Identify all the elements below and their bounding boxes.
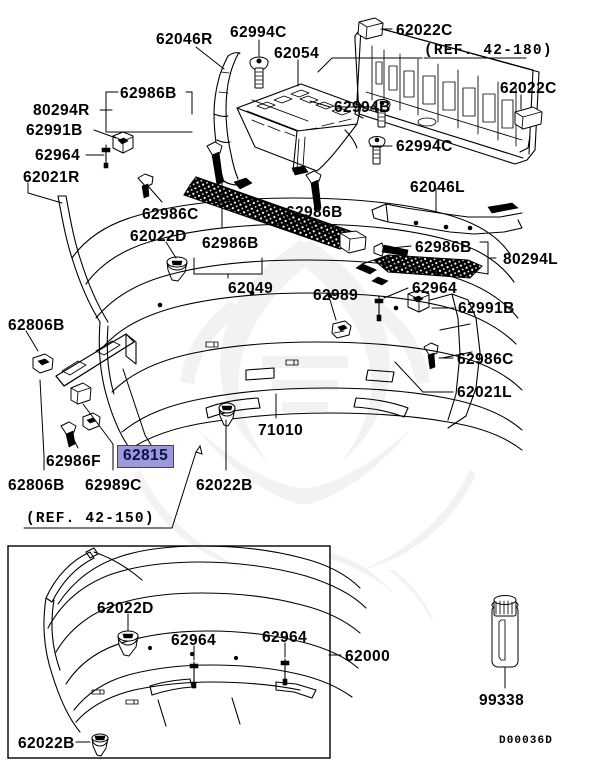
part-label-80294r: 80294R — [33, 102, 90, 119]
part-label-62986f: 62986F — [46, 453, 101, 470]
part-label-62806b-lower: 62806B — [8, 477, 65, 494]
part-62991b-nut-left — [112, 131, 134, 154]
part-label-62986b-right: 62986B — [286, 204, 343, 221]
part-label-62964-inset-a: 62964 — [171, 632, 217, 649]
part-62986b-screw-r2 — [373, 242, 409, 257]
part-label-62021r: 62021R — [23, 169, 80, 186]
part-label-62022b-inset: 62022B — [18, 735, 75, 752]
part-label-62986c-left: 62986C — [142, 206, 199, 223]
leader-lines — [23, 28, 527, 743]
part-label-62049: 62049 — [228, 280, 274, 297]
part-62994b-bolt — [373, 99, 391, 128]
part-label-62022d: 62022D — [130, 228, 187, 245]
part-label-62989c: 62989C — [85, 477, 142, 494]
part-62986c-screw-right — [423, 342, 439, 370]
part-62986b-screw-center — [206, 141, 224, 186]
inset-box-62000 — [7, 545, 367, 759]
drawing-code: D00036D — [499, 735, 553, 747]
part-62989-clip — [331, 320, 352, 339]
part-label-62000: 62000 — [345, 648, 391, 665]
part-62022d-grommet — [166, 256, 188, 282]
part-62964-pin-right — [374, 295, 384, 322]
reference-label-42-150: (REF. 42-150) — [26, 511, 155, 527]
part-label-62046l: 62046L — [410, 179, 465, 196]
part-label-62986b-r2: 62986B — [415, 239, 472, 256]
inset-bumper-drawing — [43, 545, 367, 757]
part-label-62964-inset-b: 62964 — [262, 629, 308, 646]
part-label-62806b-upper: 62806B — [8, 317, 65, 334]
part-label-99338: 99338 — [479, 692, 525, 709]
part-62046l-arm — [371, 202, 523, 235]
part-62986c-screw-left — [137, 173, 154, 199]
part-62994c-bolt-top — [249, 56, 269, 89]
part-label-62989: 62989 — [313, 287, 359, 304]
part-80294l-absorber — [355, 254, 483, 286]
part-label-62021l: 62021L — [457, 384, 512, 401]
part-label-62994b: 62994B — [334, 99, 391, 116]
part-main-bumper-assembly — [57, 195, 523, 453]
part-62806b-bracket-group — [32, 333, 137, 448]
reference-label-42-180: (REF. 42-180) — [424, 43, 553, 59]
part-label-62964-left: 62964 — [35, 147, 81, 164]
part-label-62986b-center: 62986B — [202, 235, 259, 252]
part-label-62994c-lower: 62994C — [396, 138, 453, 155]
selected-part-label-62815[interactable]: 62815 — [117, 445, 175, 468]
part-label-62054: 62054 — [274, 45, 320, 62]
part-label-71010: 71010 — [258, 422, 304, 439]
part-label-62991b-right: 62991B — [458, 300, 515, 317]
part-62054-beam — [236, 83, 362, 176]
part-62022c-clip-b — [514, 106, 543, 130]
part-62022c-clip-a — [357, 17, 384, 40]
part-99338-tube — [491, 595, 519, 668]
part-label-80294l: 80294L — [503, 251, 558, 268]
part-62964-pin-left — [101, 144, 111, 169]
part-label-62022c-right: 62022C — [500, 80, 557, 97]
part-label-62022b: 62022B — [196, 477, 253, 494]
part-label-62991b-left: 62991B — [26, 122, 83, 139]
part-label-62022c-top: 62022C — [396, 22, 453, 39]
part-label-62046r: 62046R — [156, 31, 213, 48]
part-label-62986c-right: 62986C — [457, 351, 514, 368]
part-label-62022d-inset: 62022D — [97, 600, 154, 617]
part-62994c-bolt-lower — [368, 136, 386, 165]
part-62022b-grommet — [218, 402, 236, 427]
part-label-62994c-top: 62994C — [230, 24, 287, 41]
part-label-62964-right: 62964 — [412, 280, 458, 297]
part-label-62986b-upper: 62986B — [120, 85, 177, 102]
